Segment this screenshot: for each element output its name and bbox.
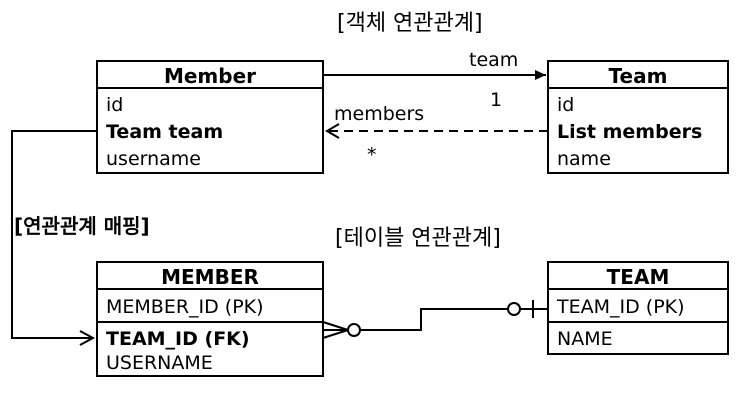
team-entity: Team id List members name	[547, 60, 729, 174]
team-table-name: TEAM	[607, 265, 670, 289]
team-association-arrow: team 1	[323, 49, 546, 111]
team-multiplicity: 1	[490, 89, 502, 111]
mapping-label: [연관관계 매핑]	[14, 214, 150, 238]
member-entity-name: Member	[164, 64, 256, 88]
team-entity-name: Team	[609, 64, 668, 88]
member-column-fk: TEAM_ID (FK)	[106, 328, 250, 350]
members-multiplicity: *	[367, 144, 377, 166]
team-arrow-label: team	[469, 49, 518, 71]
member-table: MEMBER MEMBER_ID (PK) TEAM_ID (FK) USERN…	[96, 261, 324, 377]
team-table: TEAM TEAM_ID (PK) NAME	[547, 261, 729, 355]
member-field-team: Team team	[106, 121, 223, 143]
table-relation-title: [테이블 연관관계]	[335, 226, 501, 251]
member-table-name: MEMBER	[161, 265, 259, 289]
team-column-name: NAME	[557, 328, 613, 350]
members-arrow-label: members	[334, 103, 424, 125]
object-relation-title: [객체 연관관계]	[337, 11, 483, 36]
member-field-id: id	[106, 94, 123, 116]
team-column-pk: TEAM_ID (PK)	[556, 296, 685, 318]
team-field-id: id	[557, 94, 574, 116]
crows-foot-relation	[322, 300, 548, 339]
members-association-arrow: members *	[325, 103, 548, 166]
member-entity: Member id Team team username	[96, 60, 324, 174]
member-field-username: username	[106, 148, 201, 170]
member-column-pk: MEMBER_ID (PK)	[106, 296, 264, 318]
mapping-connector	[11, 130, 97, 346]
team-field-members: List members	[557, 121, 702, 143]
team-field-name: name	[557, 148, 611, 170]
member-column-username: USERNAME	[106, 352, 213, 374]
